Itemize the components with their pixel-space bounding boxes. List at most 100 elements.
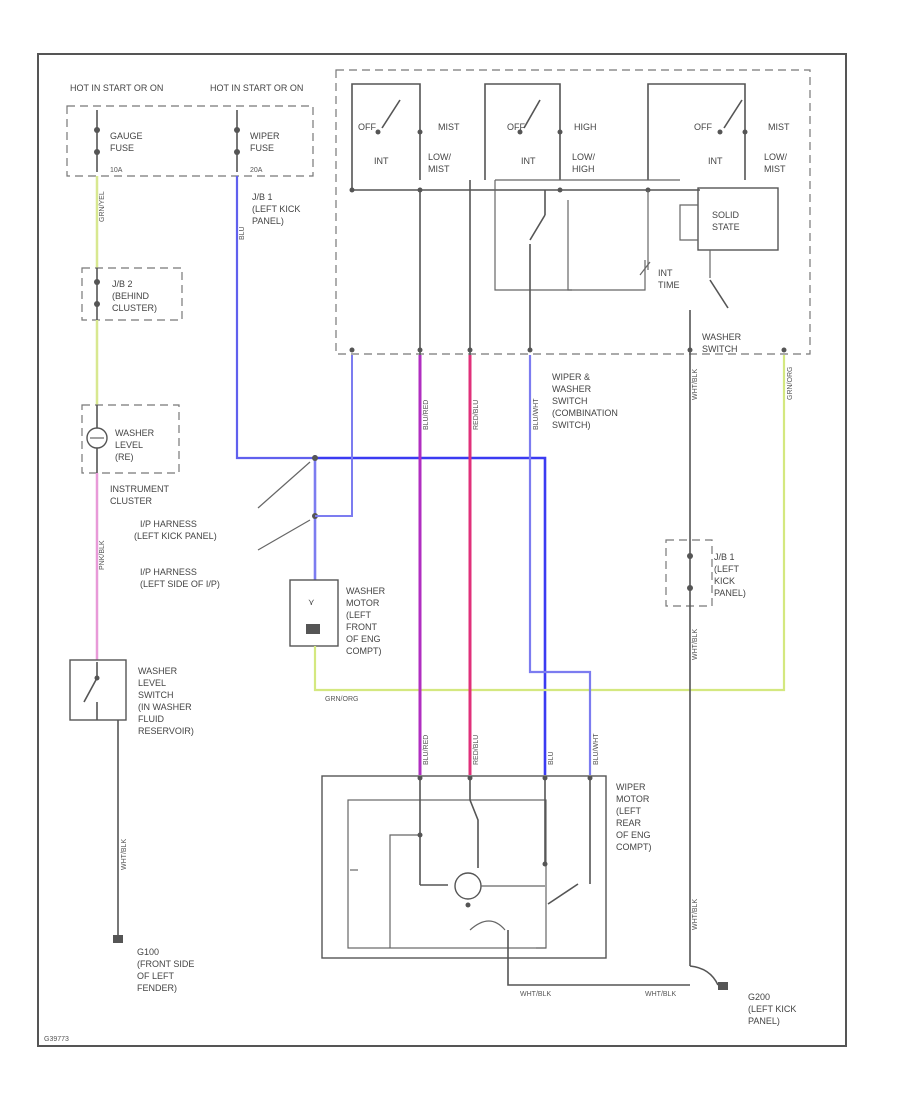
int-time-label-1: INT: [658, 268, 673, 278]
g100-label-4: FENDER): [137, 983, 177, 993]
wiper-fuse-label-2: FUSE: [250, 143, 274, 153]
g100-label-2: (FRONT SIDE: [137, 959, 194, 969]
gauge-fuse-label-2: FUSE: [110, 143, 134, 153]
wire-wht-blk-motor-ground: [507, 966, 690, 986]
switch-blade-mid: [529, 214, 546, 241]
wiper-motor-label-2: MOTOR: [616, 794, 650, 804]
washer-motor-icon: ⋎: [308, 597, 315, 607]
switch-label-low-high-b: HIGH: [572, 164, 595, 174]
switch-label-high-1: HIGH: [574, 122, 597, 132]
diagram-frame: [37, 53, 847, 1047]
solid-state-label-1: SOLID: [712, 210, 740, 220]
wiper-washer-switch-label-5: SWITCH): [552, 420, 591, 430]
wiper-washer-switch-label-1: WIPER &: [552, 372, 590, 382]
washer-motor-box: [289, 579, 339, 647]
washer-level-switch-label-6: RESERVOIR): [138, 726, 194, 736]
jb1-top-label-1: J/B 1: [252, 192, 273, 202]
washer-motor-label-6: COMPT): [346, 646, 382, 656]
wire-blu-main: [235, 176, 315, 460]
gauge-fuse-label-1: GAUGE: [110, 131, 143, 141]
washer-motor-label-3: (LEFT: [346, 610, 372, 620]
switch-label-off-2: OFF: [507, 122, 525, 132]
switch-label-int-2: INT: [521, 156, 536, 166]
wiper-motor-label-5: OF ENG: [616, 830, 651, 840]
jb2-box: [81, 267, 183, 321]
washer-level-lamp-box: [81, 404, 180, 474]
leader-ip-kick: [257, 461, 311, 509]
ip-harness-side-label-1: I/P HARNESS: [140, 567, 197, 577]
switch-label-low-mist-1a: LOW/: [428, 152, 452, 162]
switch-blade-3: [723, 99, 743, 129]
int-time-label-2: TIME: [658, 280, 680, 290]
wire-label-grn-org: GRN/ORG: [325, 696, 358, 703]
wire-label-wht-blk-lower: WHT/BLK: [692, 899, 699, 930]
g200-label-3: PANEL): [748, 1016, 780, 1026]
ip-harness-kick-label-1: I/P HARNESS: [140, 519, 197, 529]
washer-switch-label-2: SWITCH: [702, 344, 738, 354]
wiper-motor-box: [321, 775, 607, 959]
g200-label-1: G200: [748, 992, 770, 1002]
ip-harness-side-label-2: (LEFT SIDE OF I/P): [140, 579, 220, 589]
wire-label-grn-yel: GRN/YEL: [99, 191, 106, 222]
switch-blade-2: [523, 99, 541, 129]
wiper-motor-label-4: REAR: [616, 818, 642, 828]
jb1-bottom-label-3: KICK: [714, 576, 735, 586]
washer-level-lamp-label-2: LEVEL: [115, 440, 143, 450]
instrument-cluster-label-2: CLUSTER: [110, 496, 153, 506]
diagram-code: G39773: [44, 1036, 69, 1043]
washer-level-switch-label-1: WASHER: [138, 666, 178, 676]
jb2-label-1: J/B 2: [112, 279, 133, 289]
jb2-label-3: CLUSTER): [112, 303, 157, 313]
wiper-washer-switch-label-3: SWITCH: [552, 396, 588, 406]
hot-label-left: HOT IN START OR ON: [70, 83, 163, 93]
wiper-motor-label-1: WIPER: [616, 782, 646, 792]
jb1-bottom-label-2: (LEFT: [714, 564, 740, 574]
wire-grn-org: [313, 355, 786, 692]
switch-label-low-mist-1b: MIST: [428, 164, 450, 174]
jb1-top-label-2: (LEFT KICK: [252, 204, 300, 214]
jb1-top-label-3: PANEL): [252, 216, 284, 226]
washer-level-lamp-label-1: WASHER: [115, 428, 155, 438]
switch-label-low-mist-3b: MIST: [764, 164, 786, 174]
switch-label-int-3: INT: [708, 156, 723, 166]
switch-label-mist-1: MIST: [438, 122, 460, 132]
wiper-fuse-amp: 20A: [250, 167, 263, 174]
int-time-resistor-icon: [639, 261, 651, 276]
hot-label-right: HOT IN START OR ON: [210, 83, 303, 93]
wire-blu-blk-switch: [315, 355, 353, 517]
wire-label-blu-lower: BLU: [548, 751, 555, 765]
wire-label-grn-org-right: GRN/ORG: [787, 367, 794, 400]
jb2-label-2: (BEHIND: [112, 291, 150, 301]
switch-contact-icon: [83, 677, 98, 703]
g100-label-1: G100: [137, 947, 159, 957]
ground-g200-icon: [718, 982, 728, 990]
washer-switch-blade: [709, 279, 729, 309]
wiper-motor-label-6: COMPT): [616, 842, 652, 852]
ip-harness-kick-label-2: (LEFT KICK PANEL): [134, 531, 217, 541]
switch-label-off-1: OFF: [358, 122, 376, 132]
wire-label-wht-blk-upper: WHT/BLK: [692, 369, 699, 400]
leader-ip-side: [257, 519, 311, 551]
jb1-bottom-label-1: J/B 1: [714, 552, 735, 562]
wire-blu-wht: [528, 355, 592, 775]
gauge-fuse-amp: 10A: [110, 167, 123, 174]
switch-label-mist-3: MIST: [768, 122, 790, 132]
wire-label-blu-upper: BLU: [239, 226, 246, 240]
washer-motor-label-1: WASHER: [346, 586, 386, 596]
washer-level-switch-label-4: (IN WASHER: [138, 702, 192, 712]
wiper-washer-switch-label-2: WASHER: [552, 384, 592, 394]
switch-blade-1: [381, 99, 401, 129]
wire-label-wht-blk-ground-2: WHT/BLK: [645, 991, 676, 998]
instrument-cluster-label-1: INSTRUMENT: [110, 484, 169, 494]
wire-label-wht-blk-ground-1: WHT/BLK: [520, 991, 551, 998]
switch-label-low-mist-3a: LOW/: [764, 152, 788, 162]
washer-motor-label-2: MOTOR: [346, 598, 380, 608]
washer-motor-terminal-icon: [306, 624, 320, 634]
switch-label-low-high-a: LOW/: [572, 152, 596, 162]
wiper-washer-switch-box: [335, 69, 811, 355]
washer-switch-label-1: WASHER: [702, 332, 742, 342]
g100-label-3: OF LEFT: [137, 971, 175, 981]
wire-label-blu-red: BLU/RED: [423, 400, 430, 430]
wire-label-blu-wht-lower: BLU/WHT: [593, 733, 600, 765]
